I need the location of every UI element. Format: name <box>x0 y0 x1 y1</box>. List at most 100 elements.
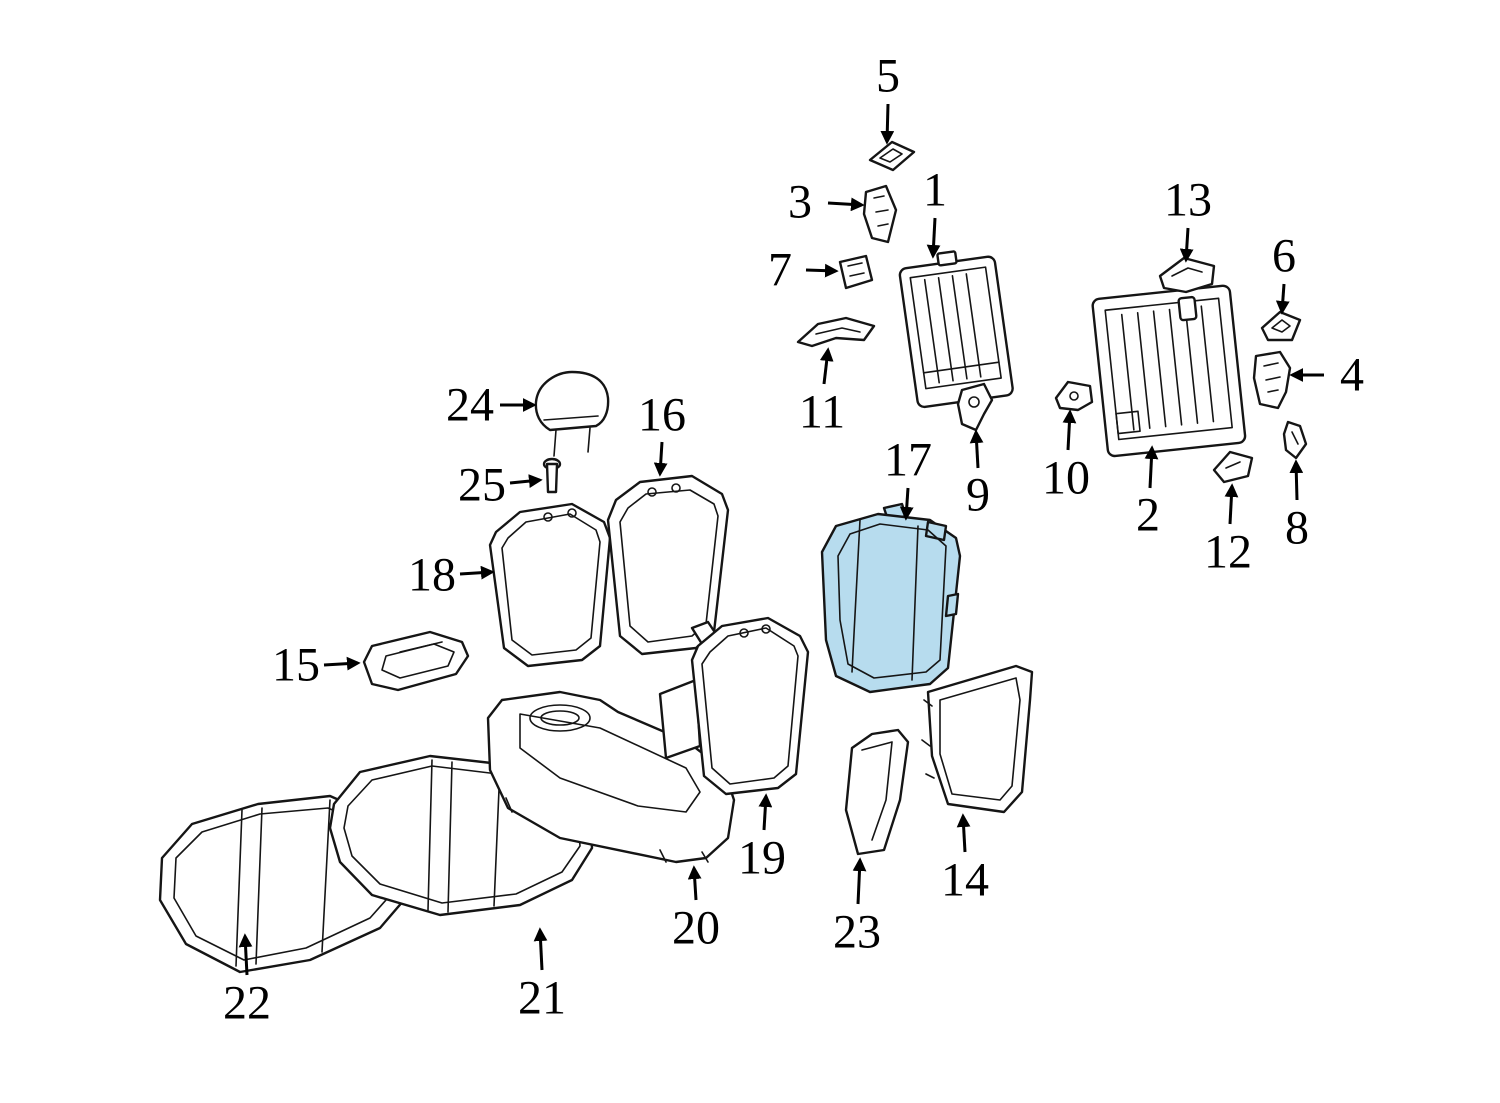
part-4-bracket <box>1252 350 1292 410</box>
callout-arrow-19 <box>758 793 773 831</box>
callout-number-3[interactable]: 3 <box>788 176 812 229</box>
part-19-seat-back-cushion <box>658 616 810 796</box>
callout-16[interactable]: 16 <box>638 389 686 477</box>
callout-arrow-7 <box>805 263 839 278</box>
callout-23[interactable]: 23 <box>833 857 881 959</box>
callout-arrow-5 <box>880 103 895 145</box>
part-13-clip <box>1158 256 1216 294</box>
callout-arrow-22 <box>238 933 253 976</box>
callout-number-19[interactable]: 19 <box>738 832 786 885</box>
callout-number-16[interactable]: 16 <box>638 389 686 442</box>
part-8-hook <box>1282 420 1308 460</box>
callout-arrow-14 <box>956 813 971 853</box>
callout-number-24[interactable]: 24 <box>446 379 494 432</box>
callout-17[interactable]: 17 <box>884 434 932 521</box>
callout-22[interactable]: 22 <box>223 933 271 1030</box>
callout-7[interactable]: 7 <box>768 244 839 297</box>
callout-14[interactable]: 14 <box>941 813 989 907</box>
part-6-clip <box>1260 310 1302 342</box>
callout-10[interactable]: 10 <box>1042 409 1090 505</box>
callout-number-17[interactable]: 17 <box>884 434 932 487</box>
callout-number-12[interactable]: 12 <box>1204 526 1252 579</box>
part-17-side-tab <box>944 592 960 618</box>
callout-1[interactable]: 1 <box>923 164 947 259</box>
part-23-side-bolster-panel <box>844 728 910 856</box>
callout-arrow-25 <box>509 474 543 488</box>
callout-9[interactable]: 9 <box>966 429 990 522</box>
callout-arrow-3 <box>827 197 865 212</box>
callout-number-18[interactable]: 18 <box>408 549 456 602</box>
part-18-outline <box>488 502 612 668</box>
part-8-outline <box>1282 420 1308 460</box>
callout-arrow-20 <box>687 865 702 901</box>
callout-number-2[interactable]: 2 <box>1136 489 1160 542</box>
part-5-outline <box>868 140 916 172</box>
callout-number-8[interactable]: 8 <box>1285 502 1309 555</box>
callout-number-10[interactable]: 10 <box>1042 452 1090 505</box>
callout-2[interactable]: 2 <box>1136 445 1160 542</box>
callout-4[interactable]: 4 <box>1289 349 1364 402</box>
part-2-outline <box>1091 284 1247 458</box>
part-3-bracket <box>862 184 898 244</box>
part-17-seat-back-pad-highlighted[interactable] <box>820 502 962 694</box>
callout-number-23[interactable]: 23 <box>833 906 881 959</box>
callout-number-11[interactable]: 11 <box>799 386 845 439</box>
callout-number-14[interactable]: 14 <box>941 854 989 907</box>
part-24-headrest <box>534 370 610 457</box>
callout-arrow-6 <box>1275 283 1290 315</box>
callout-25[interactable]: 25 <box>458 459 543 512</box>
part-11-bracket <box>796 316 876 348</box>
callout-number-13[interactable]: 13 <box>1164 174 1212 227</box>
part-12-outline <box>1212 450 1254 484</box>
callout-number-21[interactable]: 21 <box>518 972 566 1025</box>
callout-number-15[interactable]: 15 <box>272 639 320 692</box>
callout-number-4[interactable]: 4 <box>1340 349 1364 402</box>
part-19-side-flap <box>658 678 702 760</box>
part-6-outline <box>1260 310 1302 342</box>
callout-number-20[interactable]: 20 <box>672 902 720 955</box>
callout-arrow-2 <box>1144 445 1159 489</box>
part-23-outline <box>844 728 910 856</box>
callout-number-25[interactable]: 25 <box>458 459 506 512</box>
callout-number-22[interactable]: 22 <box>223 977 271 1030</box>
callout-12[interactable]: 12 <box>1204 483 1252 579</box>
part-7-clip <box>838 254 874 290</box>
callout-19[interactable]: 19 <box>738 793 786 885</box>
callout-arrow-12 <box>1224 483 1239 525</box>
callout-arrow-23 <box>852 857 867 905</box>
callout-number-1[interactable]: 1 <box>923 164 947 217</box>
part-20-center-seat-frame <box>486 690 736 864</box>
callout-number-7[interactable]: 7 <box>768 244 792 297</box>
callout-arrow-15 <box>323 656 361 671</box>
callout-11[interactable]: 11 <box>799 347 845 439</box>
callout-6[interactable]: 6 <box>1272 230 1296 315</box>
callout-number-6[interactable]: 6 <box>1272 230 1296 283</box>
callout-arrow-10 <box>1062 409 1077 451</box>
callout-3[interactable]: 3 <box>788 176 865 229</box>
callout-20[interactable]: 20 <box>672 865 720 955</box>
part-14-outline <box>926 664 1034 814</box>
callout-13[interactable]: 13 <box>1164 174 1212 263</box>
part-12-clip <box>1212 450 1254 484</box>
part-2-seatback-frame <box>1091 284 1247 458</box>
callout-5[interactable]: 5 <box>876 50 900 145</box>
part-4-outline <box>1252 350 1292 410</box>
callout-arrow-1 <box>926 217 941 259</box>
part-10-clip <box>1054 380 1094 412</box>
callout-18[interactable]: 18 <box>408 549 495 602</box>
part-13-outline <box>1158 256 1216 294</box>
callout-number-5[interactable]: 5 <box>876 50 900 103</box>
callout-21[interactable]: 21 <box>518 927 566 1025</box>
callout-arrow-13 <box>1179 227 1194 263</box>
callout-number-9[interactable]: 9 <box>966 469 990 522</box>
part-11-outline <box>796 316 876 348</box>
part-20-outline <box>486 690 736 864</box>
callout-24[interactable]: 24 <box>446 379 537 432</box>
callout-15[interactable]: 15 <box>272 639 361 692</box>
callout-arrow-11 <box>819 347 834 385</box>
part-7-outline <box>838 254 874 290</box>
part-14-back-panel <box>921 664 1034 814</box>
callout-8[interactable]: 8 <box>1285 459 1309 555</box>
